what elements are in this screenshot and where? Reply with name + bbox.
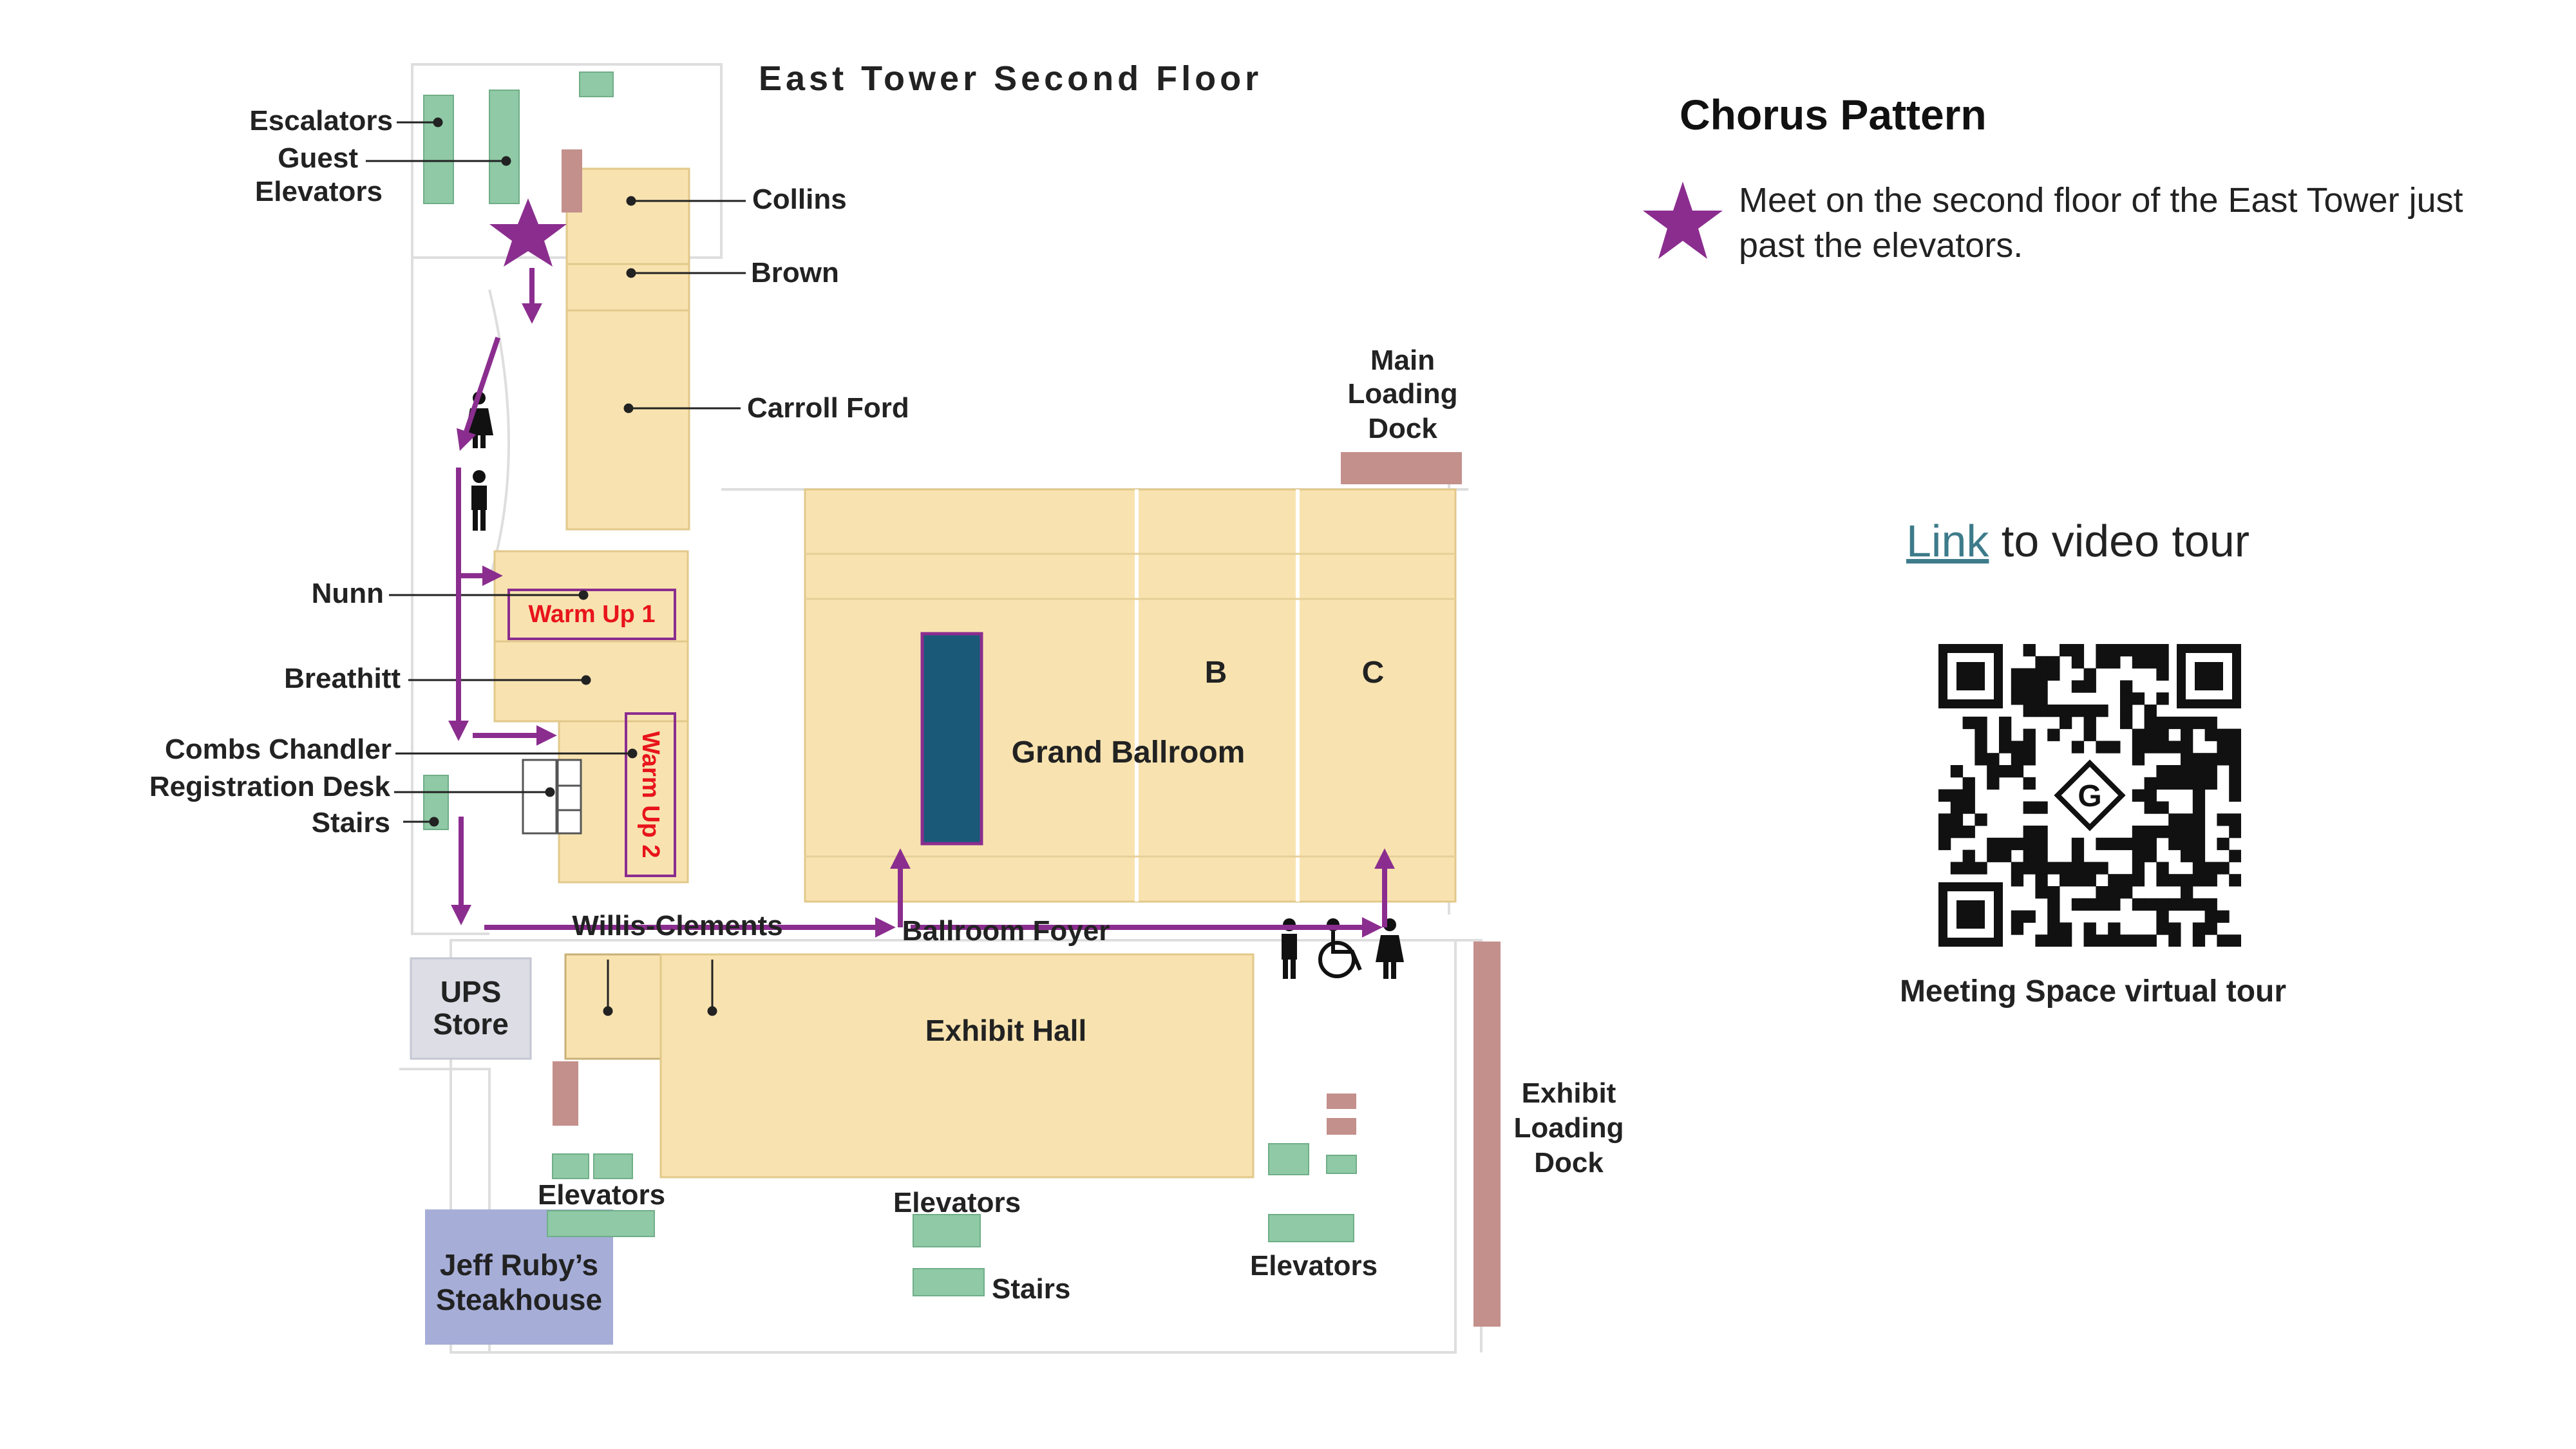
label-ballroom-b: B xyxy=(1205,656,1227,690)
label-ballroom-foyer: Ballroom Foyer xyxy=(902,915,1110,947)
label-ballroom-c: C xyxy=(1362,656,1385,690)
restroom-men-icon-2 xyxy=(1282,918,1297,979)
label-ups-2: Store xyxy=(433,1007,509,1041)
label-main-loading-2: Loading xyxy=(1347,378,1457,410)
registration-desk xyxy=(522,759,582,835)
qr-code-icon[interactable]: G xyxy=(1938,644,2241,947)
exhibit-hall xyxy=(659,953,1255,1179)
label-carroll-ford: Carroll Ford xyxy=(747,392,909,424)
label-elevators-right: Elevators xyxy=(1250,1250,1378,1282)
label-brown: Brown xyxy=(751,257,839,289)
collins-room xyxy=(565,167,690,265)
label-stairs: Stairs xyxy=(312,807,390,838)
label-exhibit-loading-2: Loading xyxy=(1513,1112,1624,1144)
label-nunn: Nunn xyxy=(312,578,384,609)
carroll-ford-room xyxy=(565,309,690,531)
panel-title: Chorus Pattern xyxy=(1680,91,1987,138)
label-jeff-ruby-2: Steakhouse xyxy=(436,1283,602,1316)
ups-store xyxy=(410,957,532,1060)
restroom-men-icon-1 xyxy=(471,470,487,531)
warm-up-1-box xyxy=(507,589,676,640)
label-escalators: Escalators xyxy=(249,105,393,137)
video-tour-link[interactable]: Link xyxy=(1906,516,1989,566)
label-exhibit-loading-3: Dock xyxy=(1534,1147,1604,1179)
leader-lines xyxy=(366,117,746,1016)
service-areas xyxy=(553,149,1501,1327)
meeting-point-star-icon xyxy=(489,198,567,267)
grand-ballroom xyxy=(804,488,1457,903)
label-willis-clements: Willis-Clements xyxy=(572,910,782,942)
brown-room xyxy=(565,263,690,312)
label-collins: Collins xyxy=(752,184,847,215)
label-guest-elevators: Elevators xyxy=(255,176,383,207)
label-elevators-mid: Elevators xyxy=(893,1187,1021,1218)
label-breathitt: Breathitt xyxy=(284,663,401,694)
qr-caption: Meeting Space virtual tour xyxy=(1899,974,2287,1009)
map-title: East Tower Second Floor xyxy=(759,59,1262,98)
route-arrows xyxy=(448,268,1395,938)
label-main-loading-1: Main xyxy=(1370,345,1435,376)
svg-text:G: G xyxy=(2078,779,2101,813)
label-exhibit-hall: Exhibit Hall xyxy=(925,1014,1086,1047)
star-icon xyxy=(1643,182,1723,259)
qr-center-logo: G xyxy=(2048,753,2132,837)
meeting-instructions: Meet on the second floor of the East Tow… xyxy=(1739,181,2463,265)
label-warm-up-2: Warm Up 2 xyxy=(637,731,664,858)
label-guest: Guest xyxy=(278,142,358,174)
label-jeff-ruby-1: Jeff Ruby’s xyxy=(440,1248,598,1282)
video-tour-text: to video tour xyxy=(1989,516,2250,566)
willis-clements-room-1 xyxy=(564,953,662,1060)
ballroom-grid xyxy=(805,553,1455,858)
warm-up-2-box xyxy=(625,712,676,877)
label-stairs-bottom: Stairs xyxy=(992,1273,1070,1305)
nunn-room xyxy=(493,550,689,643)
label-warm-up-1: Warm Up 1 xyxy=(528,601,655,628)
label-exhibit-loading-1: Exhibit xyxy=(1522,1077,1616,1109)
label-combs-chandler: Combs Chandler xyxy=(165,734,392,765)
label-ups-1: UPS xyxy=(440,975,502,1009)
grand-ballroom-stage xyxy=(920,632,983,846)
restroom-women-icon-2 xyxy=(1376,918,1404,979)
label-registration-desk: Registration Desk xyxy=(149,771,391,802)
breathitt-room xyxy=(493,640,689,723)
label-grand-ballroom: Grand Ballroom xyxy=(1012,735,1245,770)
label-elevators-left: Elevators xyxy=(538,1179,665,1211)
label-main-loading-3: Dock xyxy=(1368,413,1437,444)
video-tour-line: Link to video tour xyxy=(1906,515,2249,567)
